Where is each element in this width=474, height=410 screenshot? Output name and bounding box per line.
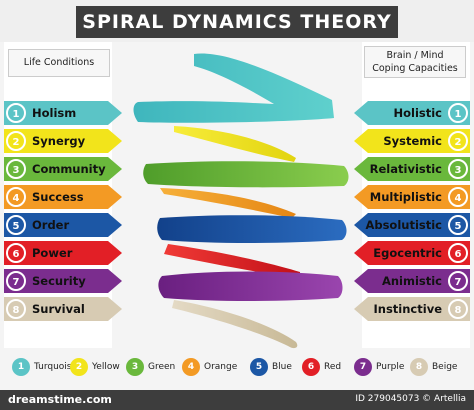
life-condition-row: 2 Synergy <box>4 129 124 153</box>
level-number-badge: 1 <box>6 103 26 123</box>
level-number-badge: 8 <box>6 299 26 319</box>
coping-capacity-label: Multiplistic <box>369 190 442 204</box>
row-arrow-shape <box>4 157 124 181</box>
life-condition-row: 4 Success <box>4 185 124 209</box>
spiral-band-yellow <box>174 126 296 162</box>
coping-capacity-row: 4 Multiplistic <box>354 185 470 209</box>
level-number-badge: 6 <box>6 243 26 263</box>
coping-capacity-row: 1 Holistic <box>354 101 470 125</box>
legend-color-name: Green <box>148 362 176 372</box>
coping-header-line-2: Coping Capacities <box>372 63 458 74</box>
level-number-badge: 2 <box>448 131 468 151</box>
coping-capacities-header: Brain / Mind Coping Capacities <box>364 46 466 78</box>
life-condition-label: Order <box>32 218 70 232</box>
life-conditions-header: Life Conditions <box>8 49 110 77</box>
row-arrow-shape <box>354 241 470 265</box>
legend-color-dot: 8 <box>410 358 428 376</box>
footer-bar: dreamstime.com ID 279045073 © Artellia <box>0 390 474 410</box>
life-condition-label: Power <box>32 246 73 260</box>
coping-capacity-row: 2 Systemic <box>354 129 470 153</box>
level-number-badge: 7 <box>448 271 468 291</box>
coping-capacity-row: 3 Relativistic <box>354 157 470 181</box>
row-arrow-shape <box>354 213 470 237</box>
row-arrow-shape <box>4 297 124 321</box>
row-arrow-shape <box>354 269 470 293</box>
legend-color-dot: 6 <box>302 358 320 376</box>
legend-color-name: Turquoise <box>34 362 78 372</box>
row-arrow-shape <box>4 213 124 237</box>
coping-capacity-row: 8 Instinctive <box>354 297 470 321</box>
legend-color-dot: 7 <box>354 358 372 376</box>
coping-capacity-label: Relativistic <box>369 162 442 176</box>
legend-color-dot: 3 <box>126 358 144 376</box>
coping-capacity-label: Systemic <box>383 134 442 148</box>
life-condition-row: 1 Holism <box>4 101 124 125</box>
level-number-badge: 3 <box>448 159 468 179</box>
life-condition-row: 3 Community <box>4 157 124 181</box>
life-condition-label: Success <box>32 190 84 204</box>
legend-color-name: Orange <box>204 362 238 372</box>
title-bar: SPIRAL DYNAMICS THEORY <box>0 0 474 42</box>
level-number-badge: 4 <box>6 187 26 207</box>
life-condition-row: 5 Order <box>4 213 124 237</box>
spiral-band-orange <box>160 188 296 218</box>
level-number-badge: 3 <box>6 159 26 179</box>
row-arrow-shape <box>4 185 124 209</box>
coping-header-line-1: Brain / Mind <box>386 50 444 61</box>
coping-capacity-row: 7 Animistic <box>354 269 470 293</box>
coping-capacity-label: Animistic <box>381 274 442 288</box>
legend-color-dot: 5 <box>250 358 268 376</box>
level-number-badge: 8 <box>448 299 468 319</box>
row-arrow-shape <box>4 241 124 265</box>
spiral-band-beige <box>172 300 298 349</box>
spiral-diagram <box>133 53 349 349</box>
row-arrow-shape <box>4 129 124 153</box>
row-arrow-shape <box>354 101 470 125</box>
coping-capacity-row: 6 Egocentric <box>354 241 470 265</box>
life-condition-row: 6 Power <box>4 241 124 265</box>
life-condition-label: Community <box>32 162 106 176</box>
coping-capacity-row: 5 Absolutistic <box>354 213 470 237</box>
level-number-badge: 7 <box>6 271 26 291</box>
row-arrow-shape <box>4 269 124 293</box>
row-arrow-shape <box>354 185 470 209</box>
legend-color-name: Purple <box>376 362 405 372</box>
spiral-band-turquoise <box>133 53 334 123</box>
life-condition-row: 8 Survival <box>4 297 124 321</box>
spiral-band-blue <box>157 215 347 243</box>
legend-color-name: Red <box>324 362 342 372</box>
level-number-badge: 2 <box>6 131 26 151</box>
legend-color-name: Yellow <box>92 362 120 372</box>
life-condition-label: Security <box>32 274 86 288</box>
legend-color-dot: 1 <box>12 358 30 376</box>
row-arrow-shape <box>4 101 124 125</box>
spiral-band-purple <box>158 271 343 301</box>
image-id-text: ID 279045073 © Artellia <box>355 394 466 404</box>
level-number-badge: 5 <box>448 215 468 235</box>
spiral-band-green <box>143 161 349 188</box>
level-number-badge: 6 <box>448 243 468 263</box>
row-arrow-shape <box>354 157 470 181</box>
page-title: SPIRAL DYNAMICS THEORY <box>76 6 398 38</box>
legend-color-dot: 2 <box>70 358 88 376</box>
legend-color-name: Beige <box>432 362 458 372</box>
coping-capacity-label: Absolutistic <box>365 218 442 232</box>
life-condition-label: Synergy <box>32 134 86 148</box>
legend-color-name: Blue <box>272 362 292 372</box>
spiral-band-red <box>164 244 300 278</box>
coping-capacity-label: Holistic <box>393 106 442 120</box>
coping-capacity-label: Egocentric <box>373 246 442 260</box>
coping-capacity-label: Instinctive <box>373 302 443 316</box>
life-condition-label: Holism <box>32 106 77 120</box>
row-arrow-shape <box>354 297 470 321</box>
row-arrow-shape <box>354 129 470 153</box>
life-condition-label: Survival <box>32 302 85 316</box>
life-condition-row: 7 Security <box>4 269 124 293</box>
legend-color-dot: 4 <box>182 358 200 376</box>
level-number-badge: 5 <box>6 215 26 235</box>
watermark-text: dreamstime.com <box>8 393 112 406</box>
level-number-badge: 4 <box>448 187 468 207</box>
level-number-badge: 1 <box>448 103 468 123</box>
